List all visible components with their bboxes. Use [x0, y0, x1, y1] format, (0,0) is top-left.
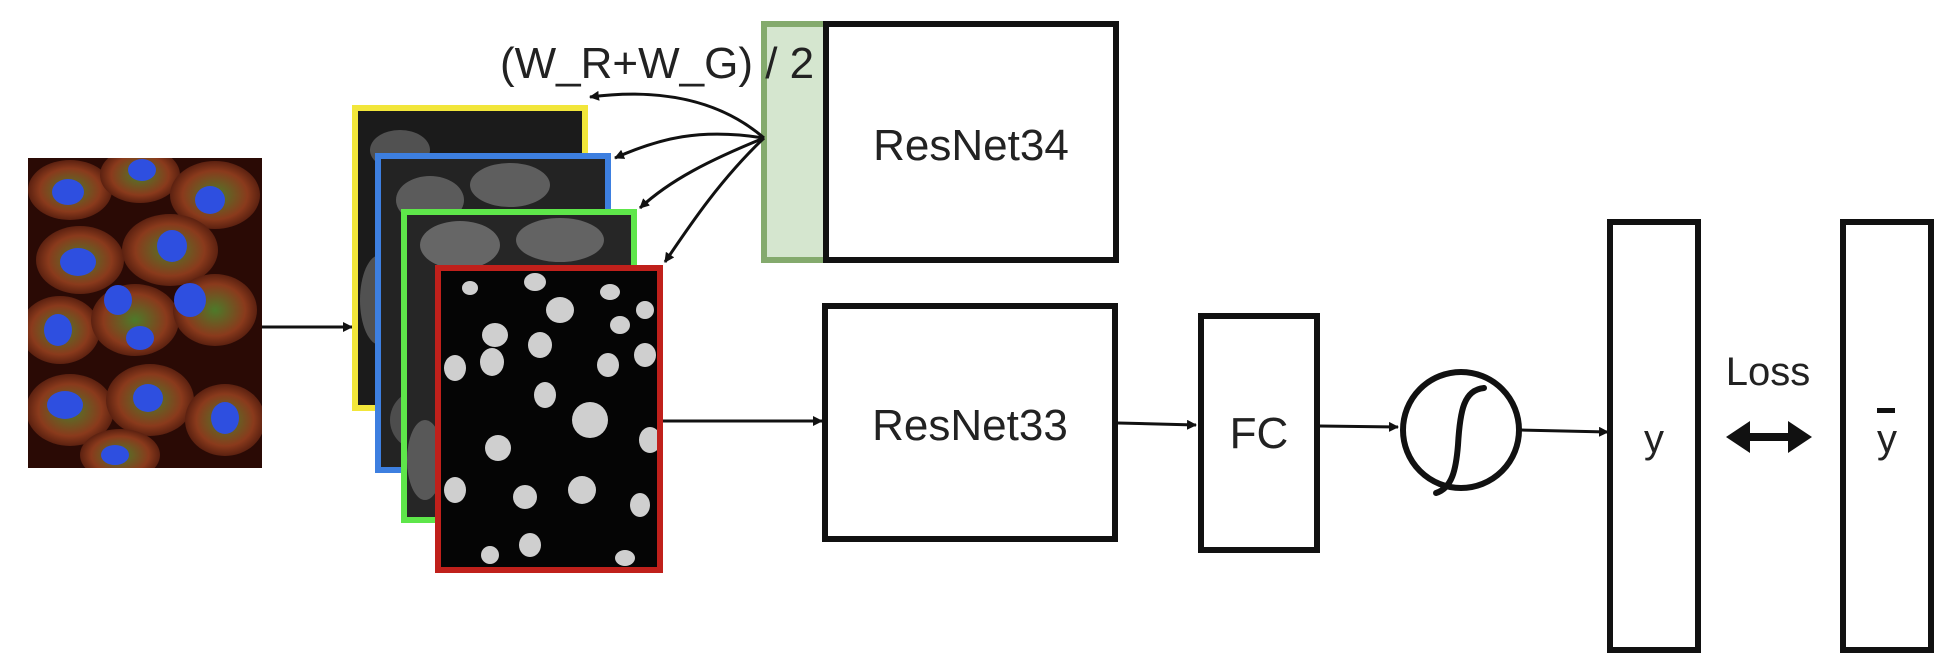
sigmoid-to-output-arrow — [1520, 426, 1609, 437]
nuclei — [444, 273, 660, 566]
output-label: y — [1644, 417, 1664, 461]
sigmoid-icon — [1400, 369, 1522, 496]
first-conv-layer — [761, 21, 829, 263]
channel-red — [435, 265, 663, 573]
overbar — [1877, 408, 1895, 413]
loss-label: Loss — [1726, 350, 1811, 394]
input-image — [28, 158, 262, 468]
double-arrow-icon — [1726, 421, 1812, 453]
fc-to-sigmoid-arrow — [1318, 421, 1399, 432]
resnet33-block: ResNet33 — [822, 303, 1118, 542]
target-label: y — [1877, 417, 1897, 461]
resnet33-to-fc-arrow — [1117, 419, 1197, 430]
resnet34-label: ResNet34 — [873, 121, 1069, 170]
weight-transfer-arrows — [589, 90, 766, 263]
input-nuclei — [44, 159, 239, 465]
channel-stack — [352, 105, 663, 573]
fc-block: FC — [1198, 313, 1320, 553]
target-vector: y — [1840, 219, 1934, 653]
fc-label: FC — [1230, 409, 1289, 458]
output-vector: y — [1607, 219, 1701, 653]
resnet34-block: ResNet34 — [761, 21, 1119, 263]
weight-formula: (W_R+W_G) / 2 — [500, 39, 814, 88]
resnet33-label: ResNet33 — [872, 401, 1068, 450]
